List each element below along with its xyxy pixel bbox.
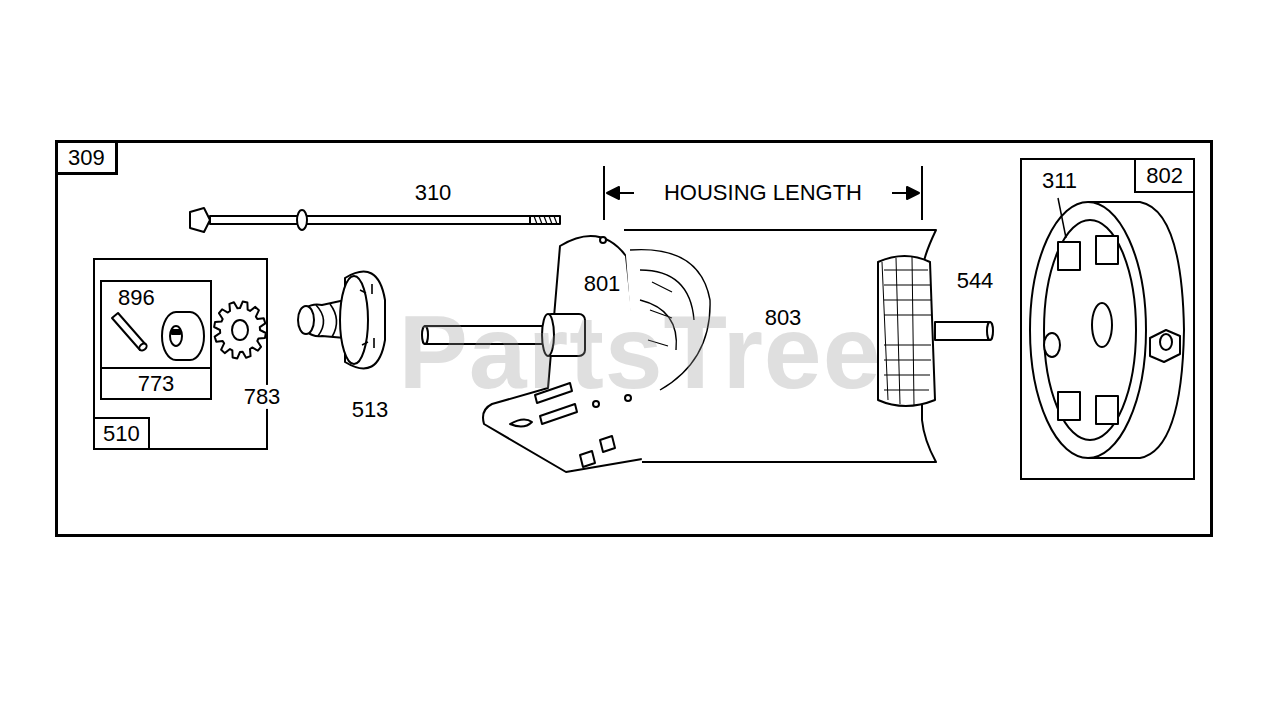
callout-number: 310 — [413, 181, 454, 205]
callout-number: 802 — [1134, 160, 1193, 193]
callout-number: 311 — [1040, 168, 1079, 193]
dimension-label: HOUSING LENGTH — [662, 181, 864, 205]
group-box: 510 896 773 — [93, 258, 268, 450]
callout-number: 510 — [95, 417, 150, 448]
dimension-bracket — [604, 166, 922, 220]
callout-number: 896 — [116, 285, 157, 310]
callout-number: 773 — [102, 367, 210, 398]
callout-number: 544 — [955, 269, 996, 293]
group-box: 802 311 — [1020, 158, 1195, 480]
pin-and-collar — [112, 312, 204, 360]
motor-housing — [624, 230, 936, 462]
end-cap — [1030, 198, 1184, 458]
through-bolt — [190, 208, 560, 232]
callout-number: 513 — [350, 398, 391, 422]
frame-box: 309 510 896 773 802 311 — [55, 140, 1213, 537]
callout-number: 783 — [242, 385, 283, 409]
pinion-gear — [214, 302, 266, 359]
drive-assembly — [298, 272, 385, 369]
callout-number: 801 — [582, 272, 623, 296]
drive-end-plate — [483, 236, 648, 472]
armature-windings — [878, 256, 993, 406]
callout-number: 309 — [58, 143, 118, 175]
watermark: PartsTree — [396, 295, 883, 409]
callout-number: 803 — [763, 306, 804, 330]
kit-box: 896 773 — [100, 280, 212, 400]
armature-shaft — [422, 314, 585, 356]
